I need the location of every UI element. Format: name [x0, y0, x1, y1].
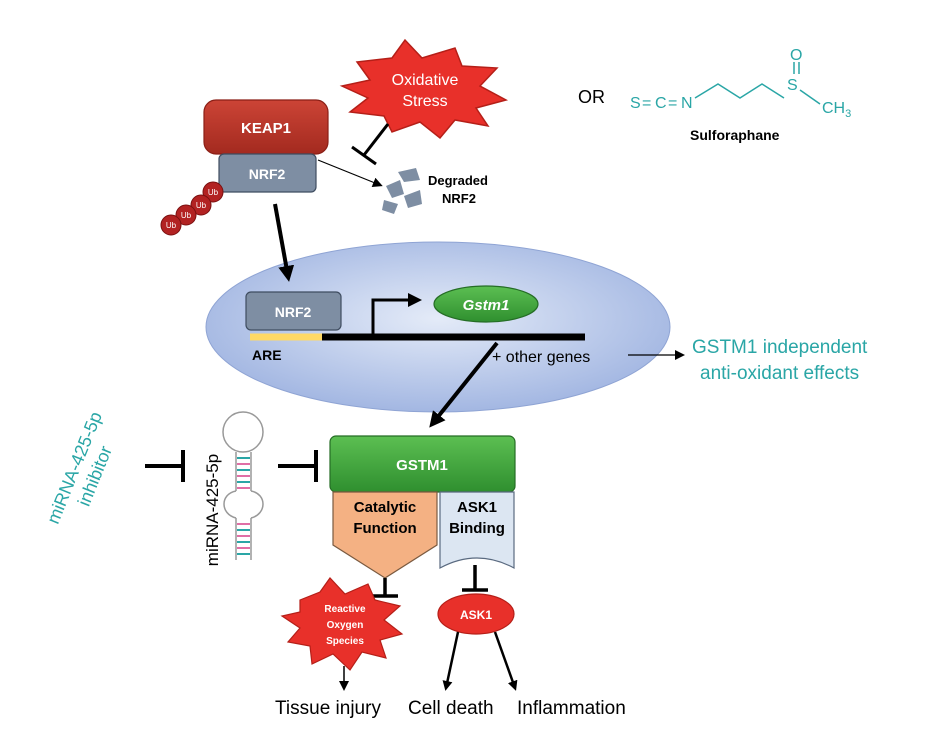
degraded-line1: Degraded — [428, 173, 488, 188]
ros-burst: Reactive Oxygen Species — [280, 577, 404, 671]
sulforaphane-name: Sulforaphane — [690, 127, 780, 143]
sulfo-eq2: = — [668, 95, 677, 112]
stress-inhibit-bar — [351, 145, 377, 166]
stress-inhibit-line — [362, 123, 390, 156]
stress-label-line1: Oxidative — [392, 72, 459, 89]
nrf2-cyto-label: NRF2 — [249, 166, 286, 182]
degraded-line2: NRF2 — [442, 191, 476, 206]
ask1-to-inflammation-arrow — [493, 631, 518, 691]
degraded-fragments — [382, 168, 422, 214]
nrf2-cytoplasm-box: NRF2 — [218, 153, 317, 193]
stress-label-line2: Stress — [402, 93, 447, 110]
ask1-label: ASK1 — [460, 608, 492, 622]
ask1-oval: ASK1 — [437, 593, 515, 635]
or-label: OR — [578, 87, 605, 107]
nrf2-nucleus-label: NRF2 — [275, 304, 312, 320]
ub-label-1: Ub — [208, 188, 219, 197]
sulfo-chain — [694, 83, 785, 99]
gstm1-gene-oval: Gstm1 — [433, 285, 539, 323]
ask1-binding-shape: ASK1 Binding — [439, 491, 515, 570]
gstm1-gene-label: Gstm1 — [463, 297, 510, 314]
sulfo-n: N — [681, 95, 693, 112]
mirna-hairpin — [222, 411, 264, 560]
mirna-inhibitor-label-group: miRNA-425-5p inhibitor — [43, 409, 116, 527]
sulfo-sch3-bond — [799, 89, 821, 105]
ask1-binding-line1: ASK1 — [457, 499, 497, 516]
nrf2-translocation-arrow — [273, 203, 295, 282]
ros-line1: Reactive — [324, 604, 366, 615]
translation-arrow — [429, 341, 499, 428]
ubiquitin-chain: Ub Ub Ub Ub — [160, 181, 224, 236]
ask1-binding-line2: Binding — [449, 520, 505, 537]
ros-line3: Species — [326, 636, 364, 647]
ask1-to-death-arrow — [442, 631, 460, 691]
sulfo-c: C — [655, 95, 667, 112]
ub-label-4: Ub — [166, 221, 177, 230]
sulfo-ch3: CH3 — [822, 100, 851, 120]
ub-label-2: Ub — [196, 201, 207, 210]
independent-line1: GSTM1 independent — [692, 337, 868, 358]
gstm1-protein-box: GSTM1 — [329, 435, 516, 493]
ros-line2: Oxygen — [327, 620, 364, 631]
keap1-label: KEAP1 — [241, 120, 291, 137]
other-genes-label: + other genes — [492, 349, 590, 366]
outcome-tissue-injury: Tissue injury — [275, 698, 381, 719]
mirna-label: miRNA-425-5p — [203, 454, 222, 566]
mirna-label-group: miRNA-425-5p — [203, 454, 222, 566]
sulfo-eq1: = — [642, 95, 651, 112]
degradation-arrow — [317, 159, 383, 188]
sulforaphane-structure: S = C = N S O CH3 Sulforaphane — [630, 47, 851, 143]
ub-label-3: Ub — [181, 211, 192, 220]
catalytic-line1: Catalytic — [354, 499, 417, 516]
oxidative-stress-burst: Oxidative Stress — [339, 38, 509, 140]
transcription-start-arrow — [371, 298, 410, 334]
sulfo-o: O — [790, 47, 802, 64]
gstm1-protein-label: GSTM1 — [396, 457, 448, 474]
keap1-box: KEAP1 — [203, 99, 329, 155]
catalytic-line2: Function — [353, 520, 416, 537]
independent-line2: anti-oxidant effects — [700, 363, 859, 384]
sulfo-s1: S — [630, 95, 641, 112]
are-label: ARE — [252, 347, 282, 363]
outcome-cell-death: Cell death — [408, 698, 494, 719]
transcription-arrowhead — [408, 293, 422, 307]
outcome-inflammation: Inflammation — [517, 698, 626, 719]
catalytic-function-shape: Catalytic Function — [332, 491, 438, 579]
nrf2-nucleus-box: NRF2 — [245, 291, 342, 331]
sulfo-s2: S — [787, 77, 798, 94]
